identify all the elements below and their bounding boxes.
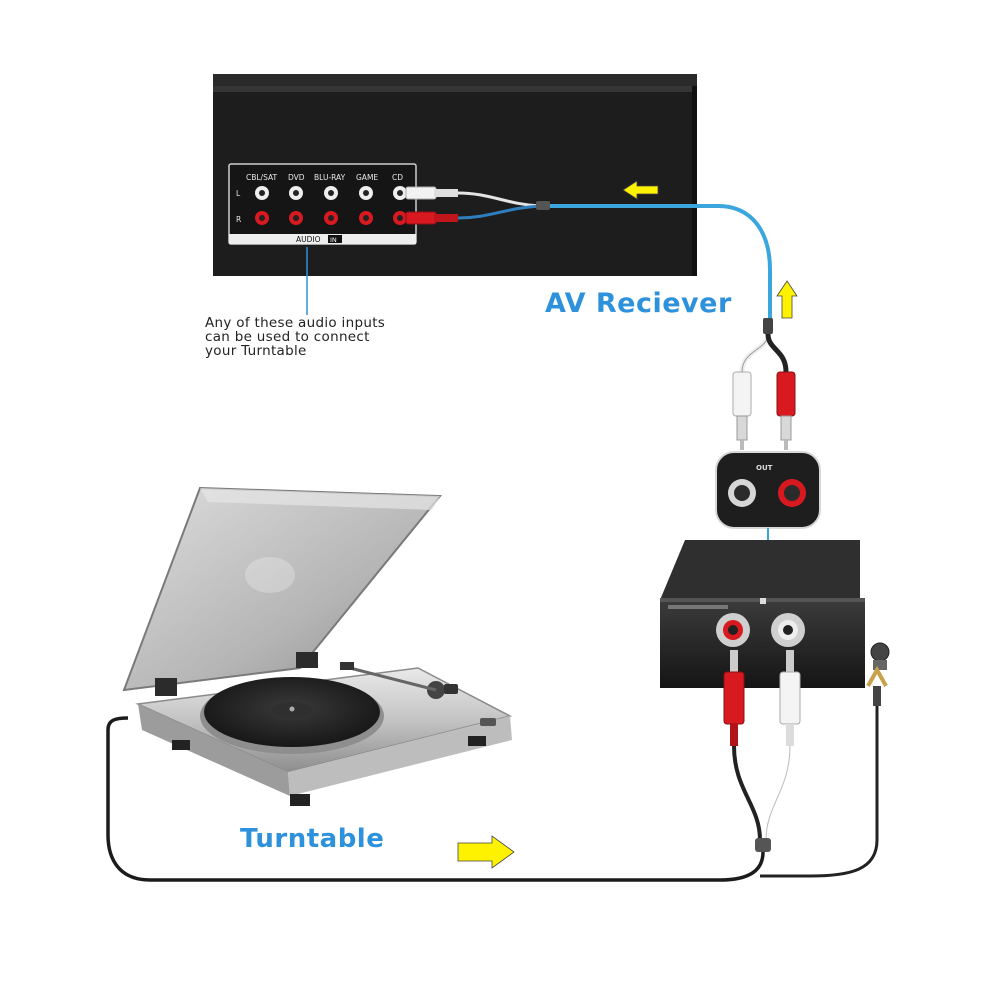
input-label-1: DVD bbox=[288, 173, 305, 182]
rca-plug-icon bbox=[732, 371, 796, 450]
turntable bbox=[122, 486, 513, 806]
preamp-output-closeup: OUT bbox=[715, 451, 821, 529]
rca-plug-icon bbox=[723, 650, 801, 746]
note-line: your Turntable bbox=[205, 343, 307, 359]
note-line: Any of these audio inputs bbox=[205, 315, 386, 331]
rca-plug-icon bbox=[405, 186, 458, 225]
channel-left-label: L bbox=[236, 189, 241, 198]
rca-jack-icon[interactable] bbox=[716, 613, 805, 647]
arrow-icon bbox=[457, 835, 515, 869]
av-receiver: CBL/SAT DVD BLU-RAY GAME CD L R AUDIO IN bbox=[213, 74, 697, 276]
rca-jack-icon bbox=[728, 479, 806, 507]
blue-cable bbox=[550, 204, 772, 322]
receiver-label: AV Reciever bbox=[545, 288, 732, 319]
input-label-4: CD bbox=[392, 173, 403, 182]
output-label: OUT bbox=[756, 464, 773, 472]
connection-note: Any of these audio inputs can be used to… bbox=[205, 316, 465, 358]
input-label-3: GAME bbox=[356, 173, 378, 182]
channel-right-label: R bbox=[236, 215, 241, 224]
turntable-cable bbox=[106, 716, 765, 882]
audio-section-label: AUDIO bbox=[296, 235, 321, 244]
arrow-icon bbox=[622, 180, 659, 200]
arrow-icon bbox=[776, 280, 798, 319]
rca-jack-icon[interactable] bbox=[255, 186, 407, 225]
phono-preamp bbox=[660, 540, 890, 688]
splitter-joint bbox=[536, 201, 550, 210]
ground-terminal[interactable] bbox=[870, 642, 890, 662]
turntable-label: Turntable bbox=[240, 824, 385, 854]
input-label-0: CBL/SAT bbox=[246, 173, 278, 182]
note-line: can be used to connect bbox=[205, 329, 370, 345]
audio-section-badge: IN bbox=[330, 236, 337, 244]
input-label-2: BLU-RAY bbox=[314, 173, 346, 182]
splitter-joint bbox=[755, 838, 771, 852]
